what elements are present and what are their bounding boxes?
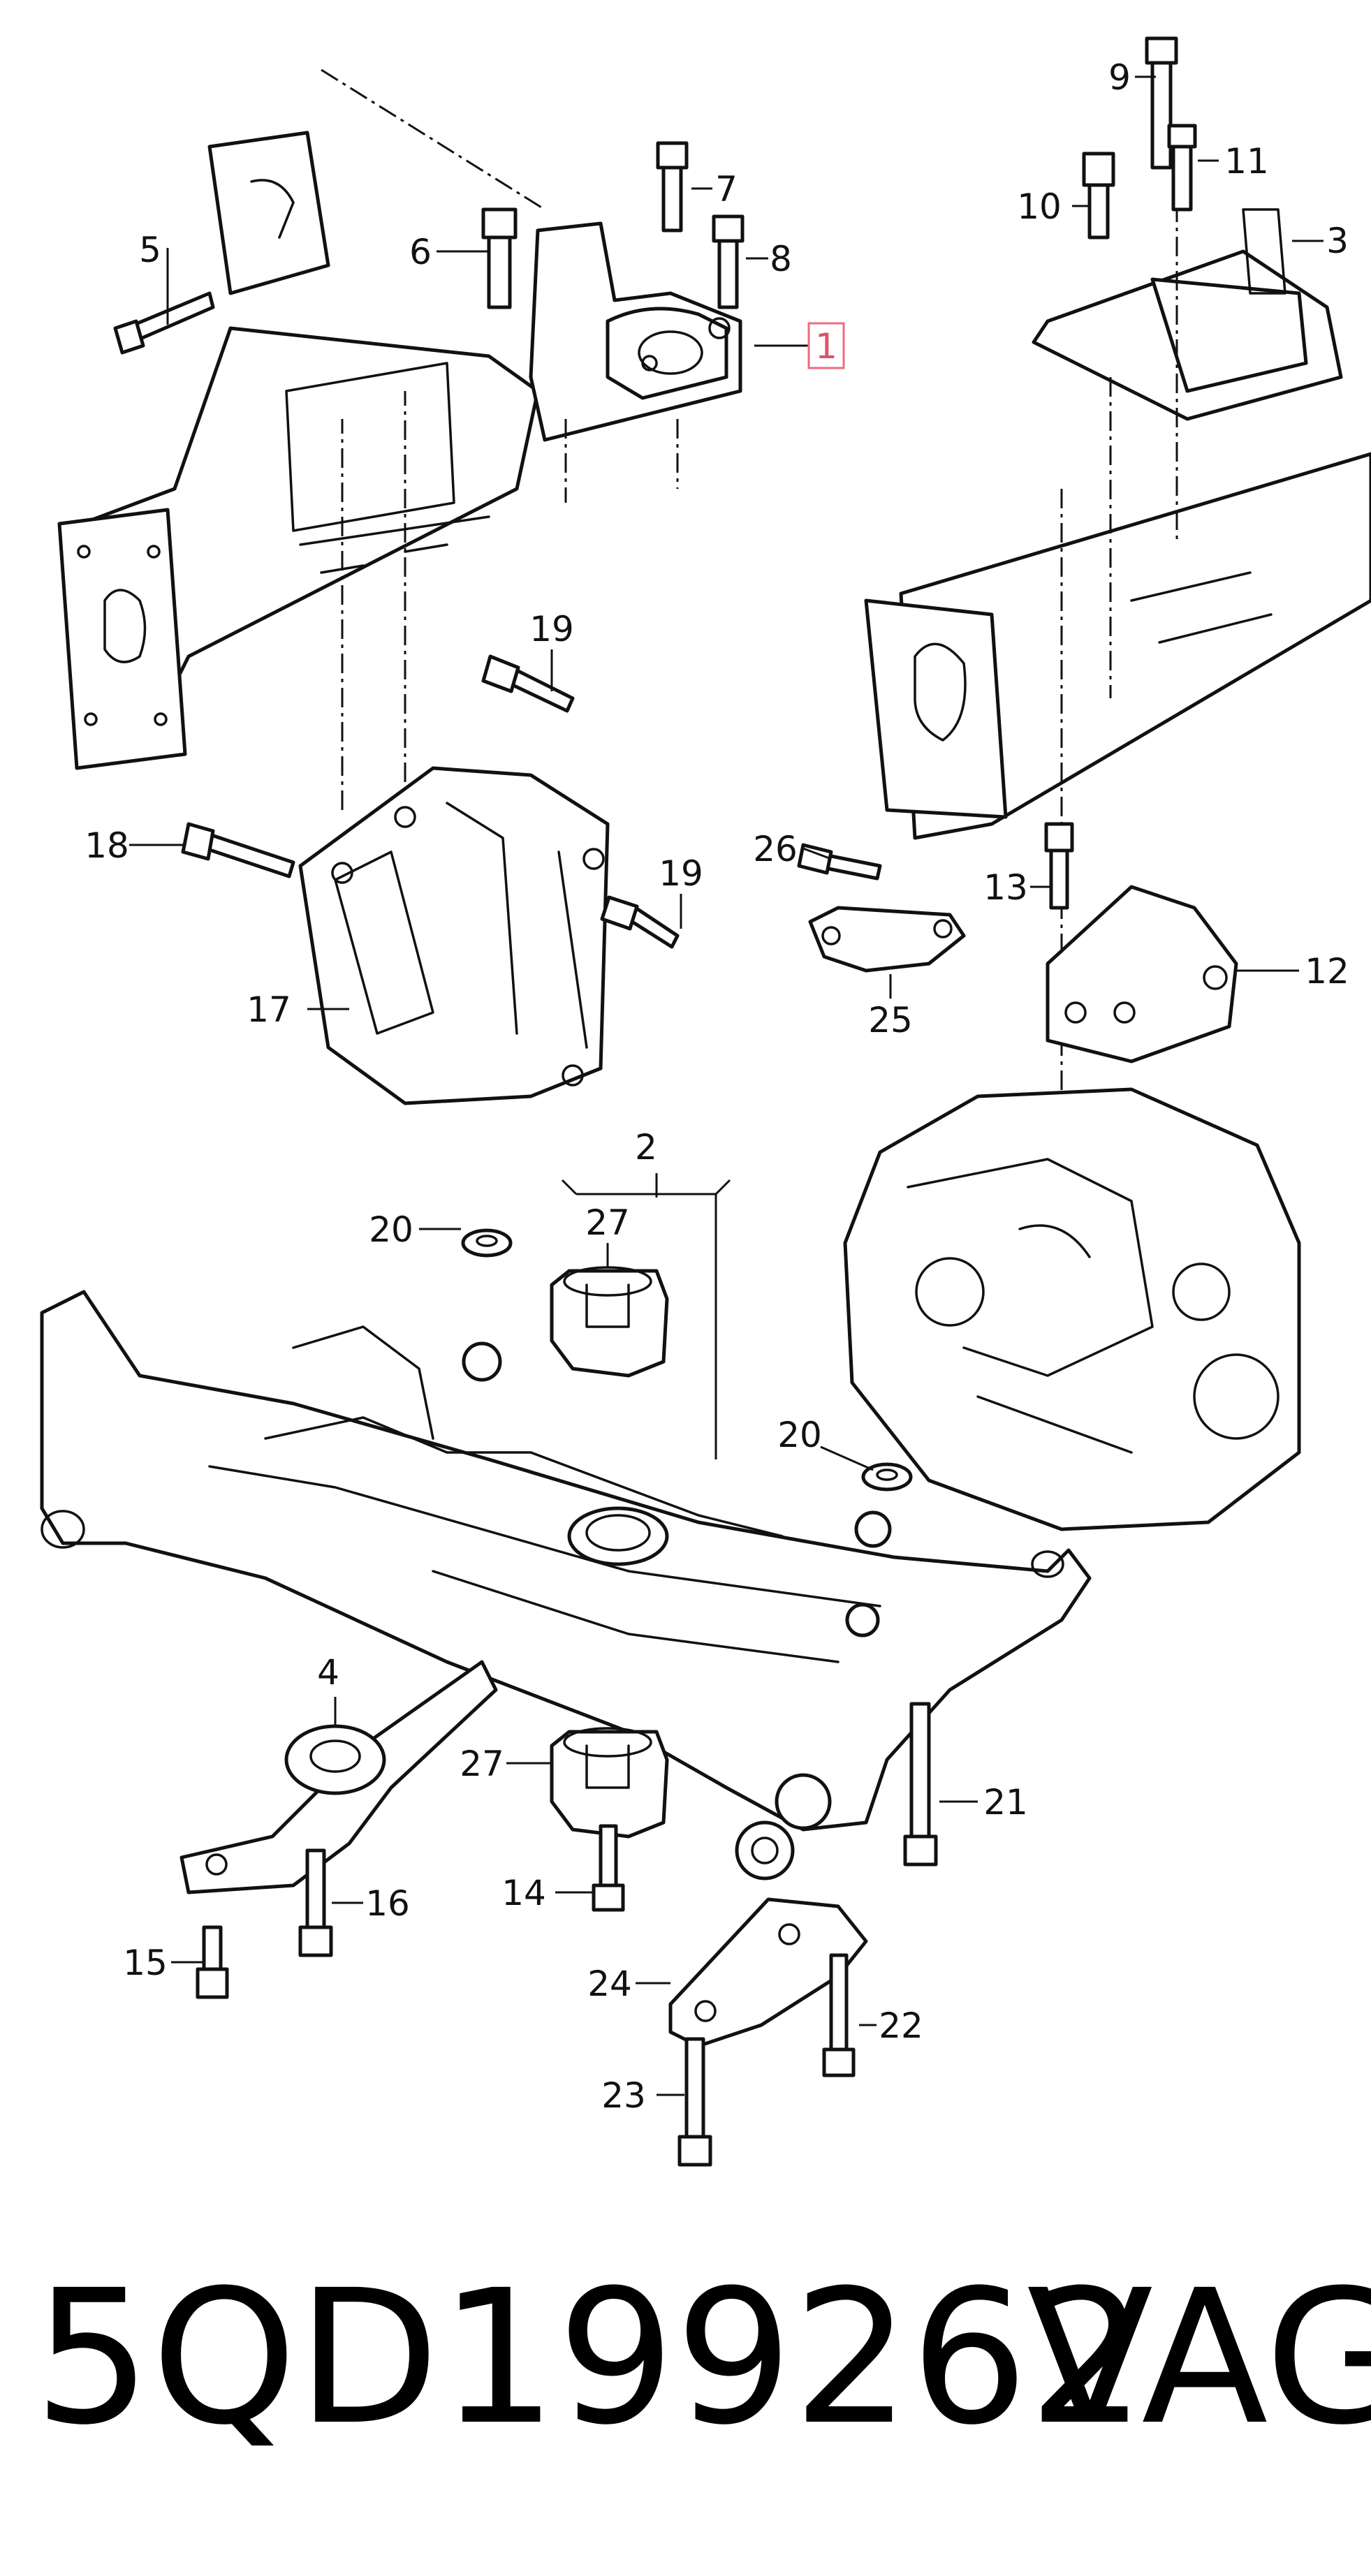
callout-7: 7 <box>715 169 738 209</box>
callout-14: 14 <box>501 1873 546 1913</box>
gearbox-support-bracket <box>1046 885 1238 1063</box>
callout-2: 2 <box>635 1127 657 1168</box>
subframe <box>40 1290 1092 1881</box>
bolts <box>113 36 1197 2167</box>
callout-3: 3 <box>1326 221 1349 261</box>
callout-19-lower: 19 <box>659 853 703 894</box>
callout-5: 5 <box>139 230 161 270</box>
washer-lower <box>861 1462 913 1492</box>
callout-9: 9 <box>1108 57 1131 98</box>
callout-1[interactable]: 1 <box>815 326 837 367</box>
rubber-bushing-lower <box>550 1727 669 1839</box>
callout-12: 12 <box>1305 951 1349 992</box>
torque-arm-small <box>808 906 966 973</box>
leader-lines <box>129 75 1324 2096</box>
callout-4: 4 <box>317 1652 339 1693</box>
callout-21: 21 <box>983 1782 1028 1823</box>
callout-20-upper: 20 <box>369 1209 413 1250</box>
brand-label: VAG <box>1027 2251 1371 2466</box>
callout-1-box <box>807 322 845 369</box>
engine-support-bracket <box>298 766 610 1105</box>
callout-18: 18 <box>85 825 129 866</box>
callout-27-lower: 27 <box>460 1744 504 1784</box>
washer-upper <box>461 1228 513 1258</box>
right-chassis-rail <box>864 452 1371 840</box>
callout-6: 6 <box>409 232 432 272</box>
transmission-housing <box>843 1087 1301 1531</box>
callout-27-upper: 27 <box>585 1202 630 1243</box>
engine-mount-bracket <box>529 221 742 442</box>
callout-labels: 1 2 3 4 5 6 7 8 9 10 11 12 13 14 15 16 1… <box>85 57 1349 2116</box>
left-chassis-rail <box>57 131 540 770</box>
callout-23: 23 <box>601 2075 646 2116</box>
torque-arm <box>179 1660 498 1894</box>
callout-11: 11 <box>1224 141 1269 182</box>
callout-13: 13 <box>983 867 1028 908</box>
callout-26: 26 <box>753 829 798 869</box>
callout-16: 16 <box>365 1883 410 1924</box>
part-number: 5QD199262 <box>34 2251 1146 2466</box>
callout-17: 17 <box>247 989 291 1030</box>
callout-25: 25 <box>868 1000 913 1040</box>
callout-22: 22 <box>879 2005 923 2046</box>
rubber-bushing-upper <box>550 1266 669 1378</box>
callout-15: 15 <box>123 1943 168 1983</box>
callout-8: 8 <box>770 239 792 279</box>
callout-20-lower: 20 <box>777 1415 822 1455</box>
callout-10: 10 <box>1017 186 1062 227</box>
callout-24: 24 <box>587 1964 632 2004</box>
callout-19-upper: 19 <box>529 609 574 649</box>
